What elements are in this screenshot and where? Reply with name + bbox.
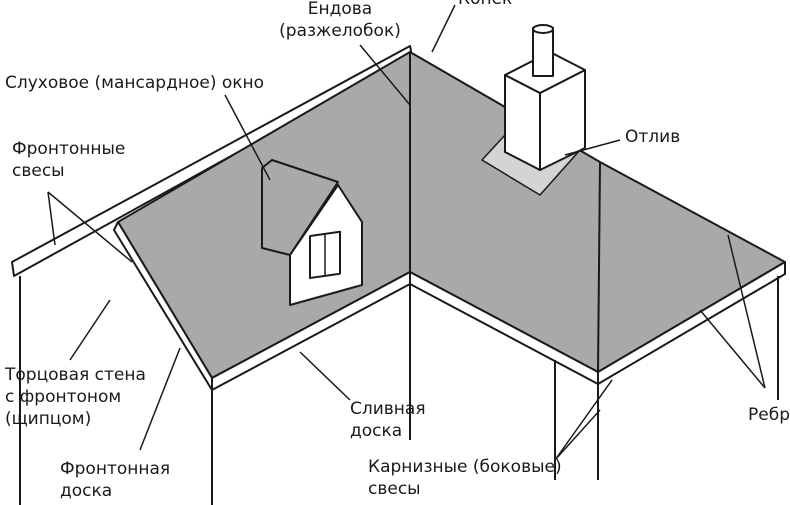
label-line: (разжелобок) — [279, 21, 401, 41]
chimney-pipe — [532, 27, 554, 77]
label-eaves: Карнизные (боковые) свесы — [368, 456, 562, 500]
label-ridge: Конек — [458, 0, 512, 10]
label-line: свесы — [12, 161, 65, 181]
label-line: Ендова — [307, 0, 373, 19]
label-line: доска — [350, 421, 403, 441]
label-line: Фронтонные — [12, 139, 126, 159]
label-hips: Ребра — [748, 405, 790, 425]
label-gable-overhang: Фронтонные свесы — [12, 138, 125, 182]
label-line: Сливная — [350, 399, 426, 419]
label-line: Карнизные (боковые) — [368, 457, 562, 477]
label-drip-board: Сливная доска — [350, 398, 426, 442]
label-gable-wall: Торцовая стена с фронтоном (щипцом) — [5, 364, 146, 430]
label-line: с фронтоном — [5, 387, 122, 407]
chimney-pipe-top — [532, 24, 554, 34]
leader-lines — [47, 4, 766, 461]
hip-line — [597, 161, 601, 373]
label-flashing: Отлив — [625, 127, 681, 147]
label-line: Торцовая стена — [5, 365, 146, 385]
label-line: свесы — [368, 479, 421, 499]
label-line: доска — [60, 481, 113, 501]
eaves-fascia-hip — [597, 261, 786, 385]
label-barge-board: Фронтонная доска — [60, 458, 170, 502]
label-line: Фронтонная — [60, 459, 171, 479]
label-valley: Ендова (разжелобок) — [275, 0, 405, 42]
label-line: (щипцом) — [5, 409, 92, 429]
label-dormer: Слуховое (мансардное) окно — [5, 73, 265, 93]
